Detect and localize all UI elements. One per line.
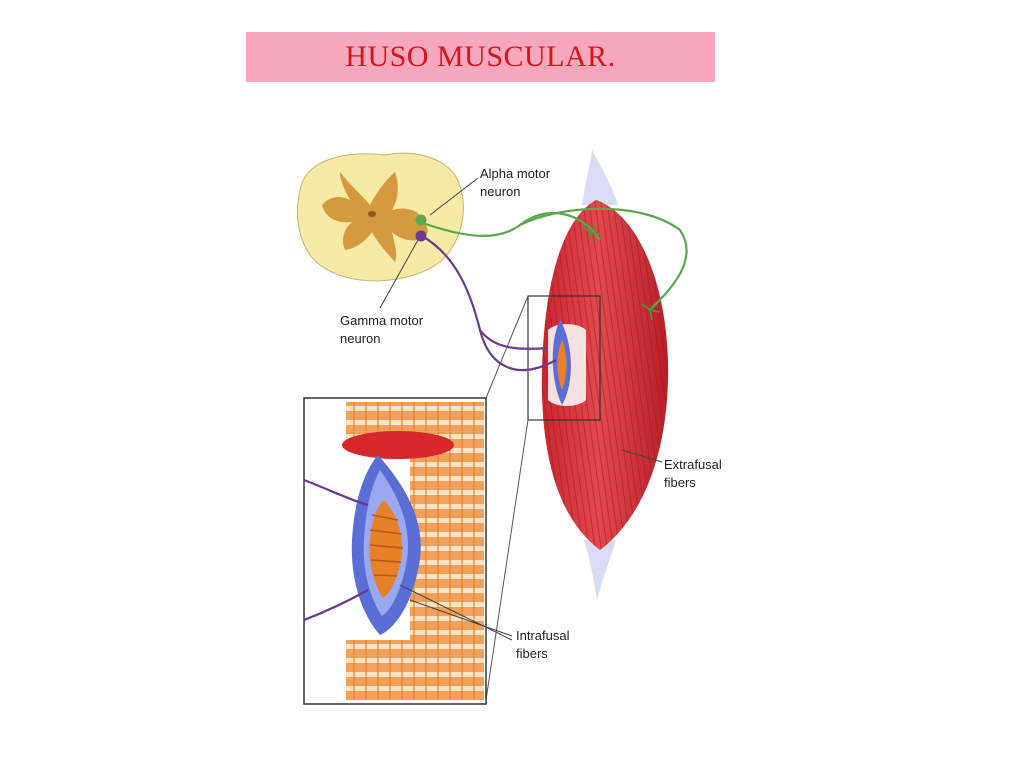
extrafusal-muscle (541, 150, 669, 600)
alpha-motor-neuron-body (415, 214, 427, 226)
spinal-cord (297, 152, 464, 282)
label-extrafusal-line2: fibers (664, 475, 696, 490)
intrafusal-fiber (369, 500, 403, 598)
label-intrafusal-line1: Intrafusal (516, 628, 570, 643)
gamma-motor-neuron-body (415, 230, 427, 242)
spinal-gray-matter (322, 172, 428, 262)
muscle-tendon-bottom (584, 540, 616, 600)
label-extrafusal-line1: Extrafusal (664, 457, 722, 472)
spindle-enlarged-view (303, 397, 487, 705)
label-gamma-line2: neuron (340, 331, 380, 346)
page-title: HUSO MUSCULAR. (345, 40, 616, 73)
title-banner: HUSO MUSCULAR. (246, 32, 715, 82)
label-alpha-line1: Alpha motor (480, 166, 551, 181)
label-intrafusal-line2: fibers (516, 646, 548, 661)
label-alpha-line2: neuron (480, 184, 520, 199)
alpha-endplate-2 (641, 301, 661, 321)
label-gamma-line1: Gamma motor (340, 313, 424, 328)
alpha-endplate-1 (581, 223, 601, 243)
fiber-bottom-block (346, 640, 466, 700)
spindle-small-view (527, 295, 601, 421)
muscle-tendon-top (582, 150, 618, 205)
nerve-fibers (303, 207, 688, 622)
